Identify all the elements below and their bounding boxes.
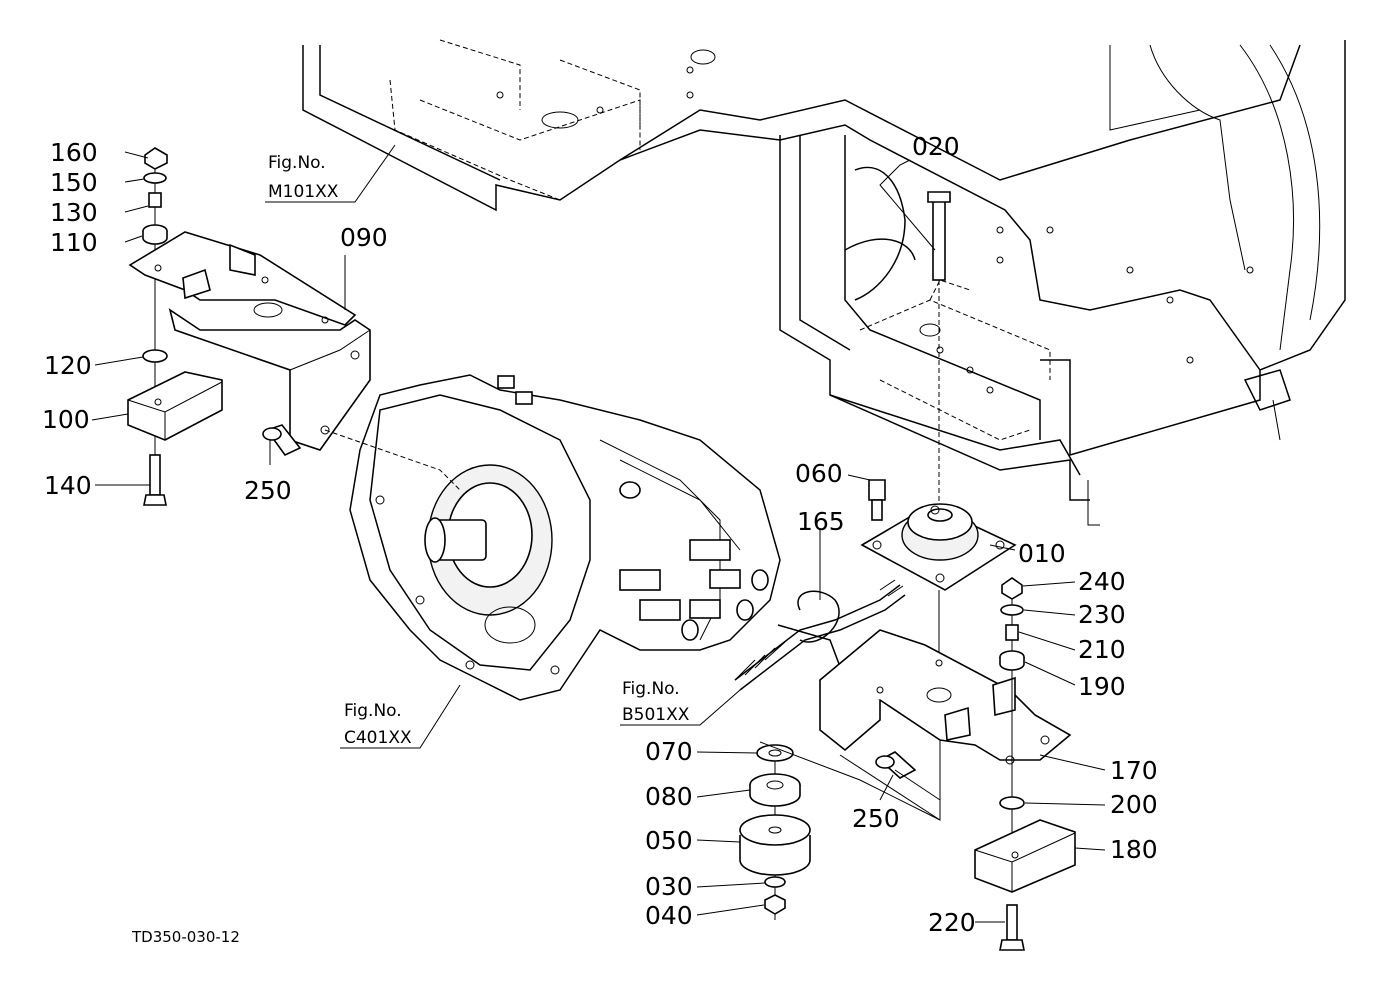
label-090: 090 bbox=[340, 223, 388, 252]
label-200: 200 bbox=[1110, 790, 1158, 819]
label-210: 210 bbox=[1078, 635, 1126, 664]
fig-ref-b501-code: B501XX bbox=[622, 705, 690, 725]
label-160: 160 bbox=[50, 138, 98, 167]
label-060: 060 bbox=[795, 459, 843, 488]
fig-ref-m101-code: M101XX bbox=[268, 182, 339, 202]
label-250-right: 250 bbox=[852, 804, 900, 833]
label-050: 050 bbox=[645, 826, 693, 855]
label-110: 110 bbox=[50, 228, 98, 257]
label-250-left: 250 bbox=[244, 476, 292, 505]
label-100: 100 bbox=[42, 405, 90, 434]
label-010: 010 bbox=[1018, 539, 1066, 568]
platform-frame bbox=[302, 39, 1346, 526]
label-040: 040 bbox=[645, 901, 693, 930]
figure-references: Fig.No. M101XX Fig.No. C401XX Fig.No. B5… bbox=[268, 153, 690, 748]
label-170: 170 bbox=[1110, 756, 1158, 785]
label-030: 030 bbox=[645, 872, 693, 901]
fig-ref-b501-prefix: Fig.No. bbox=[622, 679, 680, 699]
leader-lines bbox=[91, 144, 1106, 923]
label-230: 230 bbox=[1078, 600, 1126, 629]
label-180: 180 bbox=[1110, 835, 1158, 864]
right-mount-assembly bbox=[819, 577, 1076, 951]
label-120: 120 bbox=[44, 351, 92, 380]
fig-ref-c401-code: C401XX bbox=[344, 728, 412, 748]
label-150: 150 bbox=[50, 168, 98, 197]
fig-ref-m101-prefix: Fig.No. bbox=[268, 153, 326, 173]
label-130: 130 bbox=[50, 198, 98, 227]
label-240: 240 bbox=[1078, 567, 1126, 596]
transmission-assembly bbox=[349, 374, 781, 701]
part-labels: 160 150 130 110 090 120 100 140 250 020 … bbox=[42, 132, 1158, 937]
label-165: 165 bbox=[797, 507, 845, 536]
label-070: 070 bbox=[645, 737, 693, 766]
center-mount-assembly bbox=[860, 191, 1017, 680]
label-190: 190 bbox=[1078, 672, 1126, 701]
label-020: 020 bbox=[912, 132, 960, 161]
cable-assembly bbox=[734, 579, 906, 691]
label-220: 220 bbox=[928, 908, 976, 937]
fig-ref-c401-prefix: Fig.No. bbox=[344, 701, 402, 721]
label-140: 140 bbox=[44, 471, 92, 500]
left-mount-assembly bbox=[127, 147, 461, 506]
diagram-code: TD350-030-12 bbox=[131, 928, 240, 946]
label-080: 080 bbox=[645, 782, 693, 811]
lower-stack-assembly bbox=[739, 741, 941, 920]
